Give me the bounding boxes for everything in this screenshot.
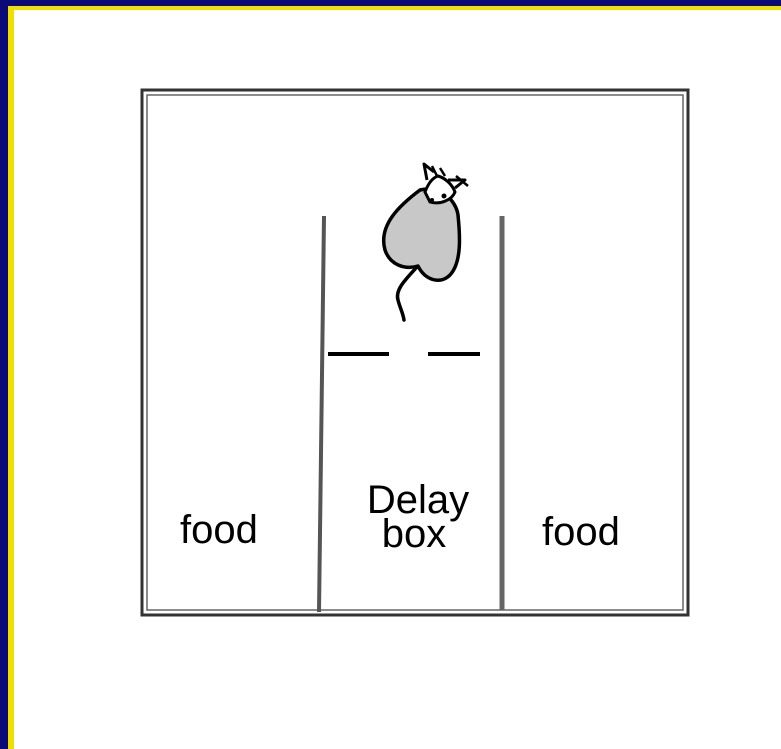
right-food-label: food [542,512,620,552]
delay-box-label: Delay box [362,480,474,554]
left-food-label: food [180,510,258,550]
delay-box-left-wall [319,216,324,612]
rat-icon [384,164,468,320]
